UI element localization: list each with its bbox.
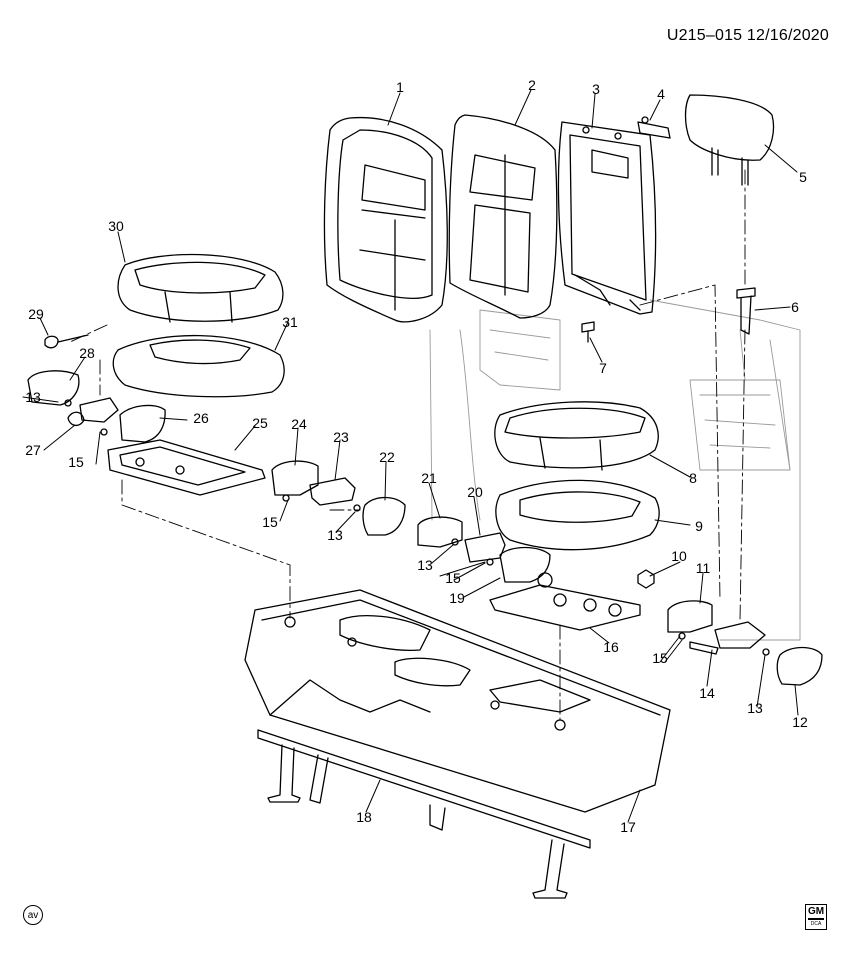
av-badge: av	[23, 905, 43, 925]
callout-6: 6	[791, 299, 799, 315]
callout-13: 13	[417, 557, 433, 573]
callout-15: 15	[262, 514, 278, 530]
diagram-reference-code: U215–015 12/16/2020	[666, 27, 829, 44]
bolt-29	[44, 334, 89, 349]
latch-20	[464, 532, 506, 563]
right-cushion-frame	[489, 572, 641, 631]
callout-15: 15	[445, 570, 461, 586]
left-hinge-27	[67, 397, 119, 427]
callout-5: 5	[799, 169, 807, 185]
seat-base-riser	[244, 589, 671, 813]
right-cap-12	[776, 646, 823, 686]
alignment-lines	[69, 169, 746, 721]
cap-22	[362, 496, 406, 536]
callout-4: 4	[657, 86, 665, 102]
nut-10	[637, 569, 655, 589]
callout-1: 1	[396, 79, 404, 95]
gm-logo-subtext: DCA	[810, 920, 822, 927]
callout-18: 18	[356, 809, 372, 825]
headrest	[684, 94, 775, 186]
callout-28: 28	[79, 345, 95, 361]
gm-logo-text: GM	[807, 906, 825, 918]
gm-logo: GM DCA	[805, 904, 827, 930]
callout-29: 29	[28, 306, 44, 322]
seat-back-cover	[323, 116, 448, 323]
callout-9: 9	[695, 518, 703, 534]
callout-10: 10	[671, 548, 687, 564]
headrest-guide-sleeve	[736, 287, 756, 335]
callout-15: 15	[68, 454, 84, 470]
seat-back-pad	[448, 114, 558, 319]
gm-logo-bar	[808, 918, 824, 920]
left-outer-cover-28	[27, 370, 80, 406]
callout-27: 27	[25, 442, 41, 458]
headrest-guide-clip	[637, 116, 671, 139]
left-cushion-frame	[107, 439, 266, 496]
callout-13: 13	[747, 700, 763, 716]
right-bracket-11	[667, 600, 713, 633]
bracket-24	[271, 460, 319, 496]
seat-mounting-rail	[257, 729, 591, 899]
callout-25: 25	[252, 415, 268, 431]
seat-cushion-pad	[495, 479, 660, 551]
callout-14: 14	[699, 685, 715, 701]
callout-26: 26	[193, 410, 209, 426]
callout-17: 17	[620, 819, 636, 835]
cover-19	[499, 546, 551, 583]
callout-13: 13	[327, 527, 343, 543]
seat-back-frame	[557, 121, 657, 315]
callout-23: 23	[333, 429, 349, 445]
callout-21: 21	[421, 470, 437, 486]
callout-22: 22	[379, 449, 395, 465]
left-seat-cushion-pad	[112, 334, 285, 398]
callout-19: 19	[449, 590, 465, 606]
leader-lines	[22, 89, 799, 823]
callout-3: 3	[592, 81, 600, 97]
callout-24: 24	[291, 416, 307, 432]
left-seat-cushion-cover	[117, 253, 284, 323]
bolt-7	[581, 321, 595, 343]
callout-8: 8	[689, 470, 697, 486]
bracket-21	[417, 516, 463, 548]
left-side-cover-26	[119, 404, 166, 443]
callout-13: 13	[25, 389, 41, 405]
background-frame-outline	[429, 299, 801, 641]
callout-11: 11	[695, 560, 711, 576]
callout-31: 31	[282, 314, 298, 330]
right-hinge-14	[689, 621, 766, 655]
callout-2: 2	[528, 77, 536, 93]
callout-12: 12	[792, 714, 808, 730]
callout-30: 30	[108, 218, 124, 234]
latch-23	[309, 477, 356, 506]
callout-16: 16	[603, 639, 619, 655]
seat-cushion-cover	[494, 401, 659, 471]
callout-7: 7	[599, 360, 607, 376]
callout-20: 20	[467, 484, 483, 500]
callout-15: 15	[652, 650, 668, 666]
fasteners	[64, 399, 770, 656]
